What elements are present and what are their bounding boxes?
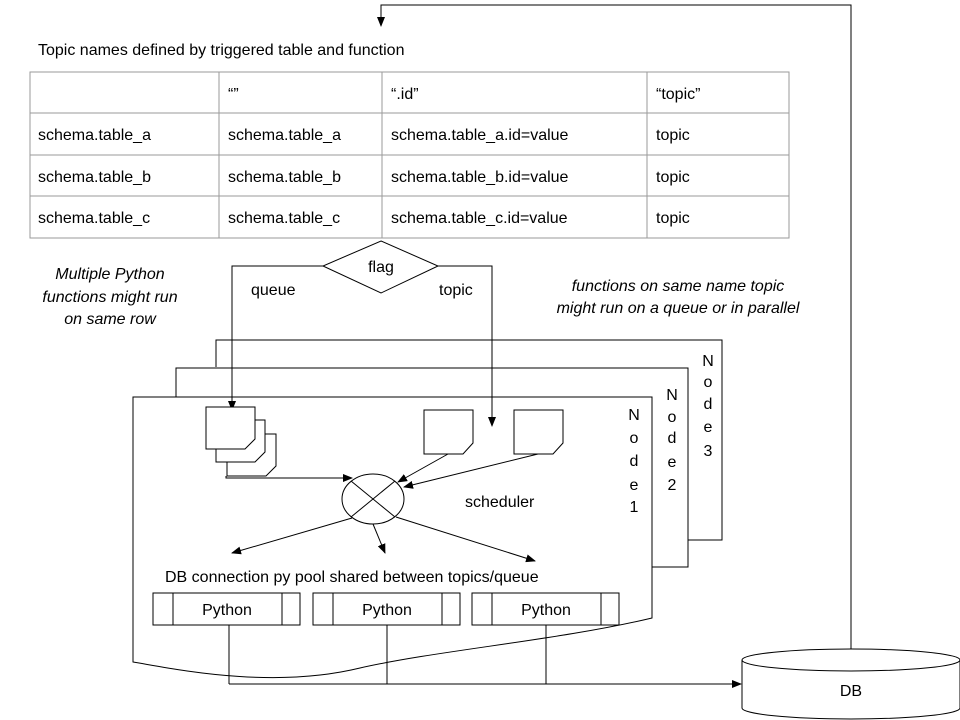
node-letter: e xyxy=(704,419,713,436)
node-letter: d xyxy=(668,430,677,447)
right-note: functions on same name topic might run o… xyxy=(557,278,800,317)
topic-to-scheduler-arrow xyxy=(403,453,539,489)
flag-decision-diamond xyxy=(321,240,440,294)
node3-label: N o d e 3 xyxy=(702,353,714,460)
db-connection-lines xyxy=(228,625,547,684)
node-letter: N xyxy=(702,353,714,370)
node-letter: o xyxy=(668,409,677,426)
table-header-cell: “” xyxy=(228,86,239,103)
table-row: schema.table_c schema.table_c schema.tab… xyxy=(38,210,690,227)
python-worker: Python xyxy=(312,592,461,626)
table-cell: topic xyxy=(656,210,690,227)
note-line: functions might run xyxy=(42,289,177,306)
topic-branch-arrow xyxy=(438,265,496,427)
scheduler-output-arrow xyxy=(395,516,536,563)
diagram-title: Topic names defined by triggered table a… xyxy=(38,42,404,59)
scheduler-label: scheduler xyxy=(465,494,535,511)
python-worker: Python xyxy=(152,592,301,626)
connection-pool-label: DB connection py pool shared between top… xyxy=(165,569,539,586)
table-header-row: “” “.id” “topic” xyxy=(228,86,700,103)
document-icon xyxy=(513,409,564,455)
node-letter: o xyxy=(630,430,639,447)
topic-table xyxy=(29,71,790,239)
left-note: Multiple Python functions might run on s… xyxy=(42,266,177,328)
python-worker: Python xyxy=(471,592,620,626)
python-worker-label: Python xyxy=(362,602,412,619)
note-line: Multiple Python xyxy=(55,266,164,283)
table-row: schema.table_a schema.table_a schema.tab… xyxy=(38,127,690,144)
scheduler-output-arrow xyxy=(231,517,353,555)
note-line: on same row xyxy=(64,311,157,328)
node2-label: N o d e 2 xyxy=(666,387,678,494)
topic-to-scheduler-arrow xyxy=(397,453,449,483)
node-letter: 2 xyxy=(668,477,677,494)
node-letter: N xyxy=(666,387,678,404)
topic-branch-label: topic xyxy=(439,282,473,299)
python-worker-label: Python xyxy=(202,602,252,619)
flag-label: flag xyxy=(368,259,394,276)
table-cell: schema.table_a xyxy=(38,127,151,144)
node-letter: 1 xyxy=(630,499,639,516)
queue-document-stack xyxy=(205,406,277,477)
node-letter: d xyxy=(630,453,639,470)
note-line: functions on same name topic xyxy=(572,278,785,295)
scheduler-node xyxy=(341,473,405,525)
table-cell: schema.table_b.id=value xyxy=(391,169,569,186)
scheduler-output-arrow xyxy=(372,523,386,554)
queue-branch-arrow xyxy=(228,265,323,411)
table-cell: schema.table_b xyxy=(38,169,151,186)
note-line: might run on a queue or in parallel xyxy=(557,300,800,317)
database-cylinder xyxy=(741,648,960,720)
node-letter: o xyxy=(704,374,713,391)
table-cell: topic xyxy=(656,169,690,186)
table-cell: topic xyxy=(656,127,690,144)
db-label: DB xyxy=(840,683,862,700)
table-header-cell: “.id” xyxy=(391,86,419,103)
node-letter: e xyxy=(630,477,639,494)
node-letter: N xyxy=(628,407,640,424)
table-header-cell: “topic” xyxy=(656,86,700,103)
db-feedback-arrow xyxy=(377,4,852,650)
node1-label: N o d e 1 xyxy=(628,407,640,516)
queue-branch-label: queue xyxy=(251,282,296,299)
queue-to-scheduler-arrow xyxy=(225,474,353,482)
document-icon xyxy=(205,406,256,450)
table-cell: schema.table_b xyxy=(228,169,341,186)
table-cell: schema.table_c xyxy=(228,210,340,227)
table-cell: schema.table_c.id=value xyxy=(391,210,568,227)
document-icon xyxy=(423,409,474,455)
table-row: schema.table_b schema.table_b schema.tab… xyxy=(38,169,690,186)
table-cell: schema.table_a.id=value xyxy=(391,127,569,144)
node-letter: d xyxy=(704,396,713,413)
node-letter: 3 xyxy=(704,443,713,460)
table-cell: schema.table_c xyxy=(38,210,150,227)
python-worker-label: Python xyxy=(521,602,571,619)
table-cell: schema.table_a xyxy=(228,127,341,144)
node-letter: e xyxy=(668,454,677,471)
